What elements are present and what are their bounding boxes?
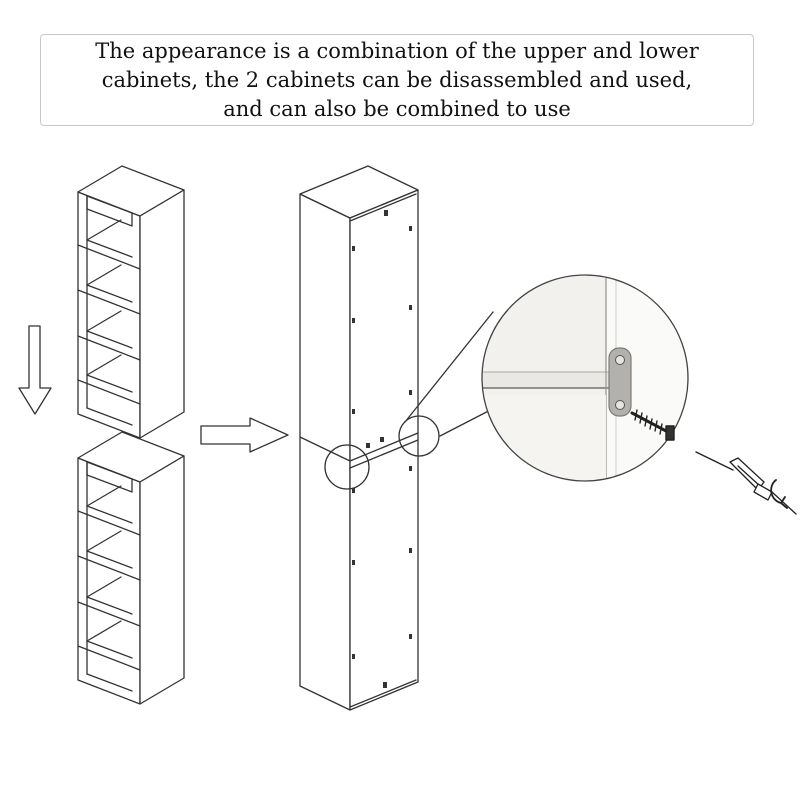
caption-line-2: cabinets, the 2 cabinets can be disassem… [101,67,693,92]
screwdriver-icon [695,451,797,515]
caption-box: The appearance is a combination of the u… [40,34,754,126]
zoom-circle-right [398,415,440,457]
combined-cabinet [299,165,419,711]
zoom-circle-left [324,444,370,490]
right-arrow-icon [200,417,289,453]
upper-cabinet [77,165,185,439]
connector-bracket [608,347,632,417]
caption-line-3: and can also be combined to use [223,96,571,121]
caption-line-1: The appearance is a combination of the u… [95,38,699,63]
detail-magnifier [481,274,689,482]
screw-icon [630,409,675,441]
down-arrow-icon [18,325,52,415]
rotate-icon [770,479,788,509]
lower-cabinet [77,431,185,705]
